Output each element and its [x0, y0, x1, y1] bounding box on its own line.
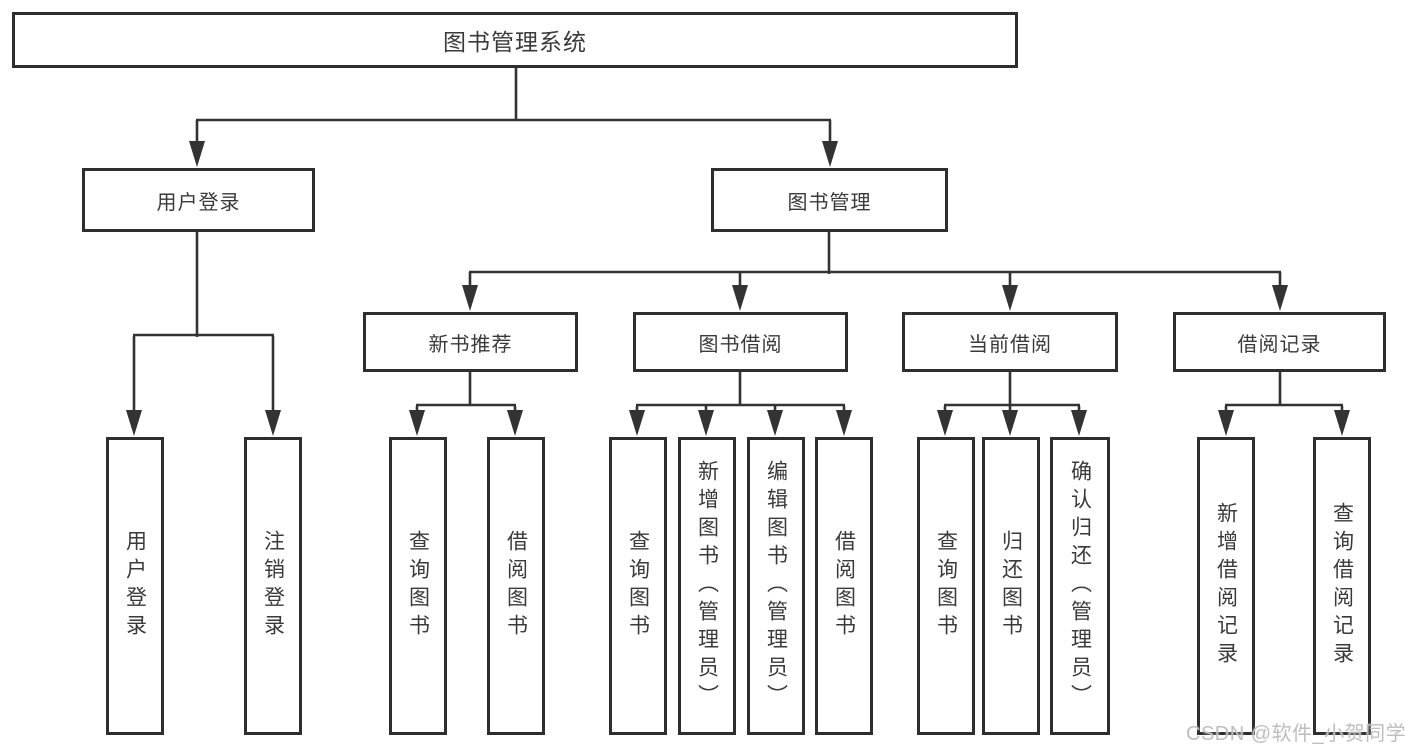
arrow-down-icon	[126, 410, 281, 436]
node-root-system: 图书管理系统	[12, 12, 1018, 68]
leaf-bb-borrow-books: 借阅图书	[815, 437, 873, 735]
node-user-login: 用户登录	[82, 168, 315, 232]
node-label: 图书借阅	[698, 333, 783, 356]
leaf-nbr-borrow-books: 借阅图书	[487, 437, 545, 735]
leaf-label: 查询图书	[626, 530, 650, 642]
csdn-watermark: CSDN @软件_小贺同学	[1186, 723, 1405, 745]
arrow-down-icon	[629, 410, 852, 436]
node-label: 借阅记录	[1237, 333, 1322, 356]
node-label: 当前借阅	[968, 333, 1052, 356]
leaf-label: 用户登录	[123, 530, 147, 642]
connector-new-book-rec-to-leaves	[415, 372, 517, 414]
connector-borrow-records-to-leaves	[1224, 372, 1344, 414]
arrow-down-icon	[409, 410, 523, 436]
arrow-down-icon	[1218, 410, 1350, 436]
leaf-nbr-query-books: 查询图书	[389, 437, 447, 735]
arrow-down-icon	[189, 141, 838, 167]
leaf-logout: 注销登录	[244, 437, 302, 735]
leaf-label: 归还图书	[999, 530, 1023, 642]
leaf-label: 注销登录	[261, 530, 285, 642]
leaf-cb-confirm-return-admin: 确认归还（管理员）	[1050, 437, 1110, 735]
leaf-label: 确认归还（管理员）	[1068, 460, 1092, 712]
connector-book-mgmt-to-level3	[468, 232, 1282, 290]
leaf-br-query-record: 查询借阅记录	[1313, 437, 1371, 735]
leaf-cb-return-books: 归还图书	[982, 437, 1040, 735]
leaf-cb-query-books: 查询图书	[917, 437, 975, 735]
node-label: 图书管理	[787, 191, 872, 214]
leaf-br-add-record: 新增借阅记录	[1197, 437, 1255, 735]
leaf-bb-query-books: 查询图书	[609, 437, 667, 735]
node-label: 用户登录	[156, 191, 241, 214]
leaf-label: 新增借阅记录	[1214, 502, 1238, 670]
node-borrow-records: 借阅记录	[1173, 312, 1386, 372]
connector-book-borrow-to-leaves	[635, 372, 846, 414]
node-label: 新书推荐	[428, 333, 513, 356]
arrow-down-icon	[937, 410, 1087, 436]
node-book-borrow: 图书借阅	[633, 312, 848, 372]
leaf-label: 借阅图书	[504, 530, 528, 642]
leaf-label: 编辑图书（管理员）	[764, 460, 788, 712]
node-book-mgmt: 图书管理	[711, 168, 948, 232]
leaf-label: 查询借阅记录	[1330, 502, 1354, 670]
connector-user-login-to-leaves	[132, 232, 275, 414]
connector-root-to-level2	[195, 68, 832, 144]
leaf-user-login: 用户登录	[106, 437, 164, 735]
node-new-book-rec: 新书推荐	[363, 312, 578, 372]
leaf-bb-add-books-admin: 新增图书（管理员）	[678, 437, 736, 735]
connector-current-borrow-to-leaves	[943, 372, 1081, 414]
arrow-down-icon	[462, 285, 1288, 311]
leaf-label: 查询图书	[406, 530, 430, 642]
leaf-label: 查询图书	[934, 530, 958, 642]
leaf-bb-edit-books-admin: 编辑图书（管理员）	[747, 437, 805, 735]
node-current-borrow: 当前借阅	[902, 312, 1118, 372]
leaf-label: 借阅图书	[832, 530, 856, 642]
node-label: 图书管理系统	[443, 29, 587, 55]
leaf-label: 新增图书（管理员）	[695, 460, 719, 712]
